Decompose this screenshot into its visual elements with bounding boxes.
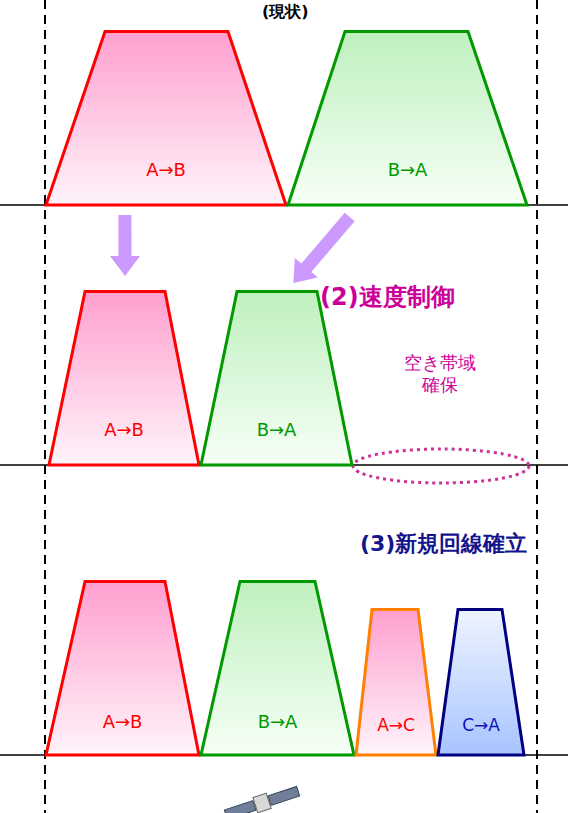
trapezoid-outline: [46, 32, 286, 206]
channel-label: A→B: [103, 711, 143, 733]
trapezoid-outline: [49, 292, 199, 466]
band-limit: [44, 0, 46, 813]
step-heading: (2)速度制御: [320, 283, 455, 312]
channel-label: A→B: [104, 419, 144, 441]
channel-trapezoid: A→B: [45, 580, 200, 755]
channel-label: B→A: [257, 419, 297, 441]
trapezoid-outline: [356, 610, 436, 756]
band-limit: [536, 0, 538, 813]
arrow-head: [110, 256, 140, 276]
channel-trapezoid: A→B: [48, 290, 200, 465]
trapezoid-outline: [46, 582, 199, 756]
arrow-head: [293, 258, 317, 283]
channel-trapezoid: B→A: [287, 30, 528, 205]
trapezoid-outline: [201, 582, 354, 756]
channel-label: A→B: [146, 159, 186, 181]
channel-trapezoid: A→B: [45, 30, 287, 205]
note-text: 空き帯域確保: [398, 352, 482, 395]
channel-label: A→C: [377, 715, 415, 735]
channel-label: C→A: [462, 715, 500, 735]
channel-trapezoid: B→A: [200, 290, 353, 465]
channel-label: B→A: [388, 159, 428, 181]
satellite-icon: [223, 784, 300, 813]
transition-arrow: [293, 217, 349, 283]
transition-arrow: [110, 215, 140, 276]
arrow-shaft: [306, 217, 350, 269]
trapezoid-outline: [288, 32, 527, 206]
channel-label: B→A: [258, 711, 298, 733]
status-heading: (現状): [262, 2, 309, 21]
step-heading: (3)新規回線確立: [360, 531, 527, 557]
free-band-ellipse: [353, 449, 529, 483]
arrow-shaft: [118, 215, 131, 257]
trapezoid-outline: [438, 610, 524, 756]
trapezoid-outline: [201, 292, 352, 466]
channel-trapezoid: B→A: [200, 580, 355, 755]
channel-trapezoid: C→A: [437, 608, 525, 755]
channel-trapezoid: A→C: [355, 608, 437, 755]
